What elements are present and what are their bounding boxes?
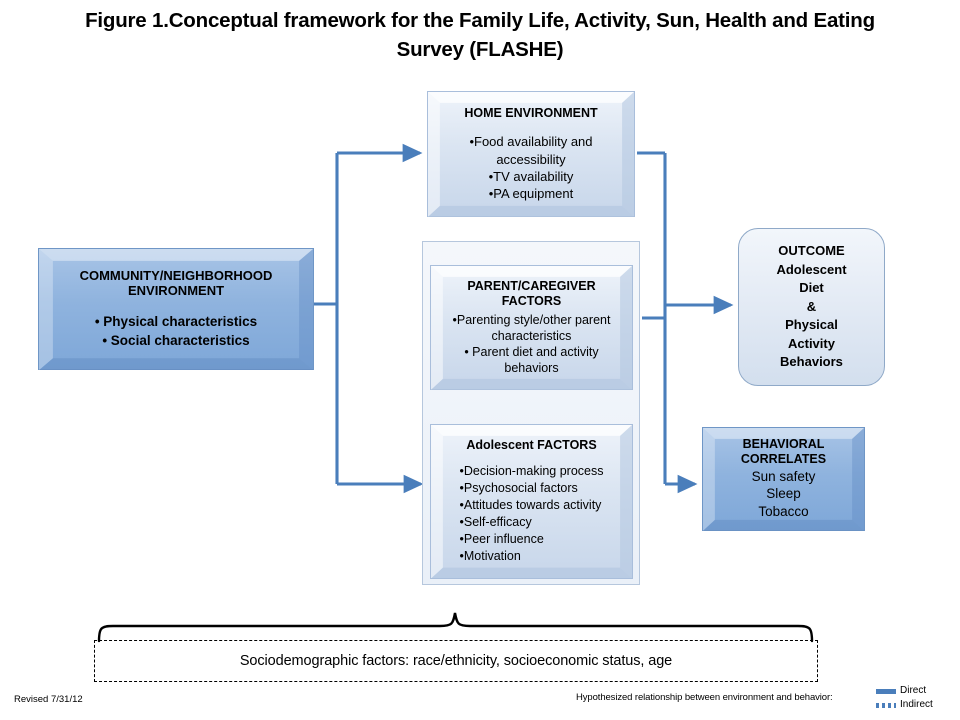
sociodemographic-text: Sociodemographic factors: race/ethnicity… bbox=[239, 653, 673, 669]
figure-title: Figure 1.Conceptual framework for the Fa… bbox=[85, 9, 875, 61]
box-outcome[interactable]: OUTCOME Adolescent Diet & Physical Activ… bbox=[738, 228, 885, 386]
legend-item-label: Indirect bbox=[900, 699, 933, 710]
outcome-line: Diet bbox=[799, 280, 824, 296]
parent-factors-items: •Parenting style/other parent characteri… bbox=[453, 312, 611, 376]
list-item: •Parenting style/other parent bbox=[452, 312, 611, 327]
list-item: behaviors bbox=[504, 360, 559, 375]
outcome-lines: OUTCOME Adolescent Diet & Physical Activ… bbox=[776, 242, 846, 371]
outcome-line: Adolescent bbox=[776, 261, 847, 277]
list-item: Tobacco bbox=[758, 504, 809, 520]
adolescent-factors-title: Adolescent FACTORS bbox=[466, 437, 597, 452]
list-item: •Motivation bbox=[459, 549, 521, 564]
list-item: •Self-efficacy bbox=[459, 515, 532, 530]
home-environment-title: HOME ENVIRONMENT bbox=[464, 105, 598, 120]
list-item: Sleep bbox=[766, 486, 801, 502]
parent-factors-title: PARENT/CAREGIVER FACTORS bbox=[467, 279, 595, 309]
outcome-line: OUTCOME bbox=[778, 243, 845, 259]
legend-label: Hypothesized relationship between enviro… bbox=[576, 692, 833, 703]
community-environment-title-line2: ENVIRONMENT bbox=[127, 282, 225, 298]
solid-line-swatch-icon bbox=[876, 688, 896, 694]
box-parent-caregiver-factors[interactable]: PARENT/CAREGIVER FACTORS •Parenting styl… bbox=[430, 265, 633, 390]
behavioral-correlates-items: Sun safety Sleep Tobacco bbox=[752, 468, 816, 521]
behavioral-correlates-title: BEHAVIORAL CORRELATES bbox=[741, 437, 826, 467]
list-item: •Decision-making process bbox=[459, 464, 604, 479]
dotted-line-swatch-icon bbox=[876, 702, 896, 708]
list-item: • Parent diet and activity bbox=[464, 344, 599, 359]
behavioral-correlates-title-line2: CORRELATES bbox=[740, 452, 827, 467]
behavioral-correlates-title-line1: BEHAVIORAL bbox=[742, 437, 825, 452]
list-item: • Social characteristics bbox=[102, 333, 250, 349]
community-environment-title: COMMUNITY/NEIGHBORHOOD ENVIRONMENT bbox=[80, 268, 273, 299]
outcome-line: Physical bbox=[785, 317, 838, 333]
box-adolescent-factors[interactable]: Adolescent FACTORS •Decision-making proc… bbox=[430, 424, 633, 579]
home-environment-items: •Food availability and accessibility •TV… bbox=[469, 133, 592, 202]
list-item: •Peer influence bbox=[459, 532, 544, 547]
legend-item-label: Direct bbox=[900, 685, 927, 696]
list-item: •Food availability and bbox=[469, 134, 593, 150]
list-item: characteristics bbox=[491, 328, 572, 343]
list-item: •TV availability bbox=[488, 168, 574, 184]
list-item: • Physical characteristics bbox=[94, 314, 258, 330]
list-item: •PA equipment bbox=[488, 186, 574, 202]
revision-date: Revised 7/31/12 bbox=[14, 694, 83, 705]
box-community-environment[interactable]: COMMUNITY/NEIGHBORHOOD ENVIRONMENT • Phy… bbox=[38, 248, 314, 371]
list-item: Sun safety bbox=[751, 468, 816, 484]
community-environment-title-line1: COMMUNITY/NEIGHBORHOOD bbox=[79, 267, 273, 283]
list-item: accessibility bbox=[496, 151, 566, 167]
list-item: •Attitudes towards activity bbox=[459, 498, 602, 513]
legend: Direct Indirect bbox=[876, 684, 933, 712]
box-home-environment[interactable]: HOME ENVIRONMENT •Food availability and … bbox=[427, 91, 635, 217]
adolescent-factors-items: •Decision-making process •Psychosocial f… bbox=[459, 463, 603, 565]
legend-item-direct: Direct bbox=[876, 684, 933, 698]
brace-sociodemographic bbox=[97, 612, 814, 643]
community-environment-items: • Physical characteristics • Social char… bbox=[95, 312, 257, 350]
outcome-line: Behaviors bbox=[780, 354, 843, 370]
outcome-line: Activity bbox=[788, 335, 835, 351]
sociodemographic-band: Sociodemographic factors: race/ethnicity… bbox=[94, 640, 818, 682]
outcome-line: & bbox=[806, 298, 817, 314]
box-behavioral-correlates[interactable]: BEHAVIORAL CORRELATES Sun safety Sleep T… bbox=[702, 427, 865, 531]
parent-factors-title-line2: FACTORS bbox=[501, 294, 562, 308]
legend-item-indirect: Indirect bbox=[876, 698, 933, 712]
parent-factors-title-line1: PARENT/CAREGIVER bbox=[467, 279, 596, 294]
list-item: •Psychosocial factors bbox=[459, 481, 578, 496]
